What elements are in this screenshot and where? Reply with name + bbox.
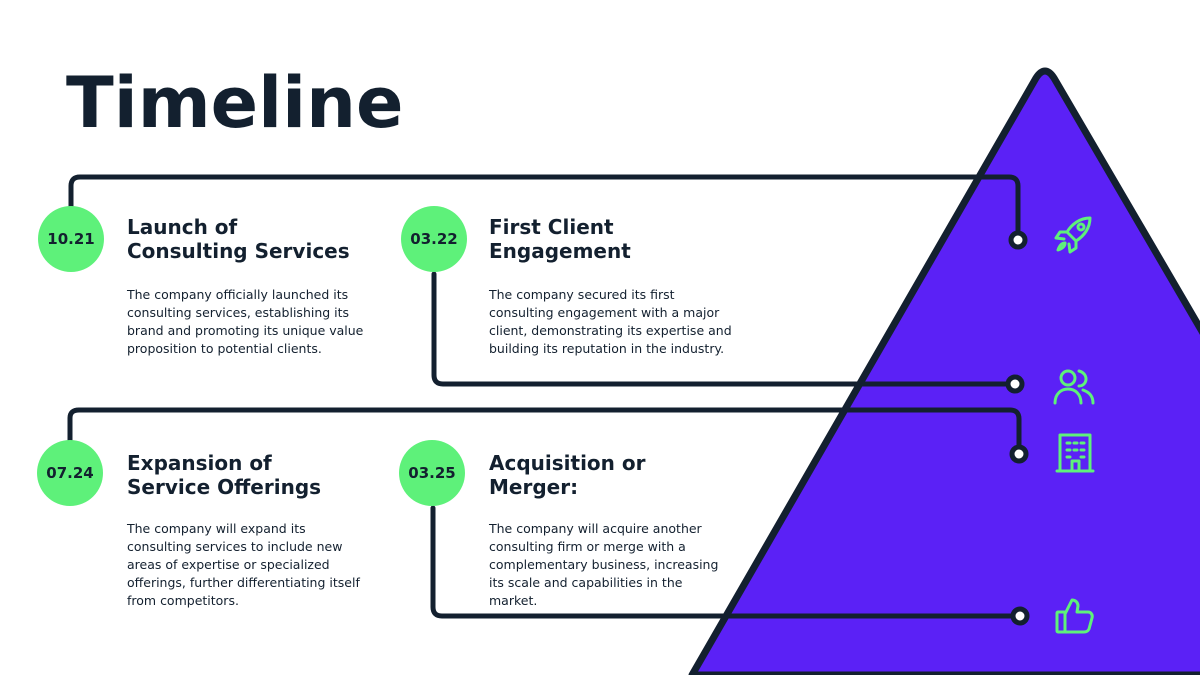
connector-line-4: [430, 505, 1015, 619]
milestone-title-1-line2: Consulting Services: [127, 239, 350, 263]
milestone-title-3-line1: Expansion of: [127, 451, 272, 475]
milestone-title-3-line2: Service Offerings: [127, 475, 322, 499]
rocket-icon: [1054, 216, 1092, 254]
milestone-description-1: The company officially launched its cons…: [127, 287, 364, 356]
date-badge-3: 07.24: [37, 440, 103, 506]
connector-end-dot-2: [1005, 374, 1025, 394]
milestone-description-2: The company secured its first consulting…: [489, 287, 732, 356]
connector-end-dot-4: [1010, 606, 1030, 626]
date-badge-2: 03.22: [401, 206, 467, 272]
users-icon: [1053, 369, 1095, 405]
milestone-title-3: Expansion of Service Offerings: [127, 451, 387, 499]
milestone-title-2-line1: First Client: [489, 215, 614, 239]
milestone-title-4: Acquisition or Merger:: [489, 451, 749, 499]
milestone-description-3: The company will expand its consulting s…: [127, 521, 360, 608]
connector-line-3: [67, 407, 1022, 453]
building-icon: [1055, 433, 1095, 473]
milestone-title-2: First Client Engagement: [489, 215, 749, 263]
connector-line-2: [431, 271, 1011, 387]
date-badge-4: 03.25: [399, 440, 465, 506]
purple-triangle: [688, 67, 1200, 675]
date-badge-1: 10.21: [38, 206, 104, 272]
page-title: Timeline: [66, 62, 404, 144]
connector-end-dot-3: [1009, 444, 1029, 464]
milestone-title-1-line1: Launch of: [127, 215, 238, 239]
milestone-description-4: The company will acquire another consult…: [489, 521, 719, 608]
connector-line-1: [68, 174, 1021, 239]
thumbs-up-icon: [1055, 598, 1094, 634]
milestone-title-1: Launch of Consulting Services: [127, 215, 387, 263]
milestone-title-4-line2: Merger:: [489, 475, 579, 499]
connector-end-dot-1: [1008, 230, 1028, 250]
milestone-title-4-line1: Acquisition or: [489, 451, 646, 475]
milestone-title-2-line2: Engagement: [489, 239, 631, 263]
